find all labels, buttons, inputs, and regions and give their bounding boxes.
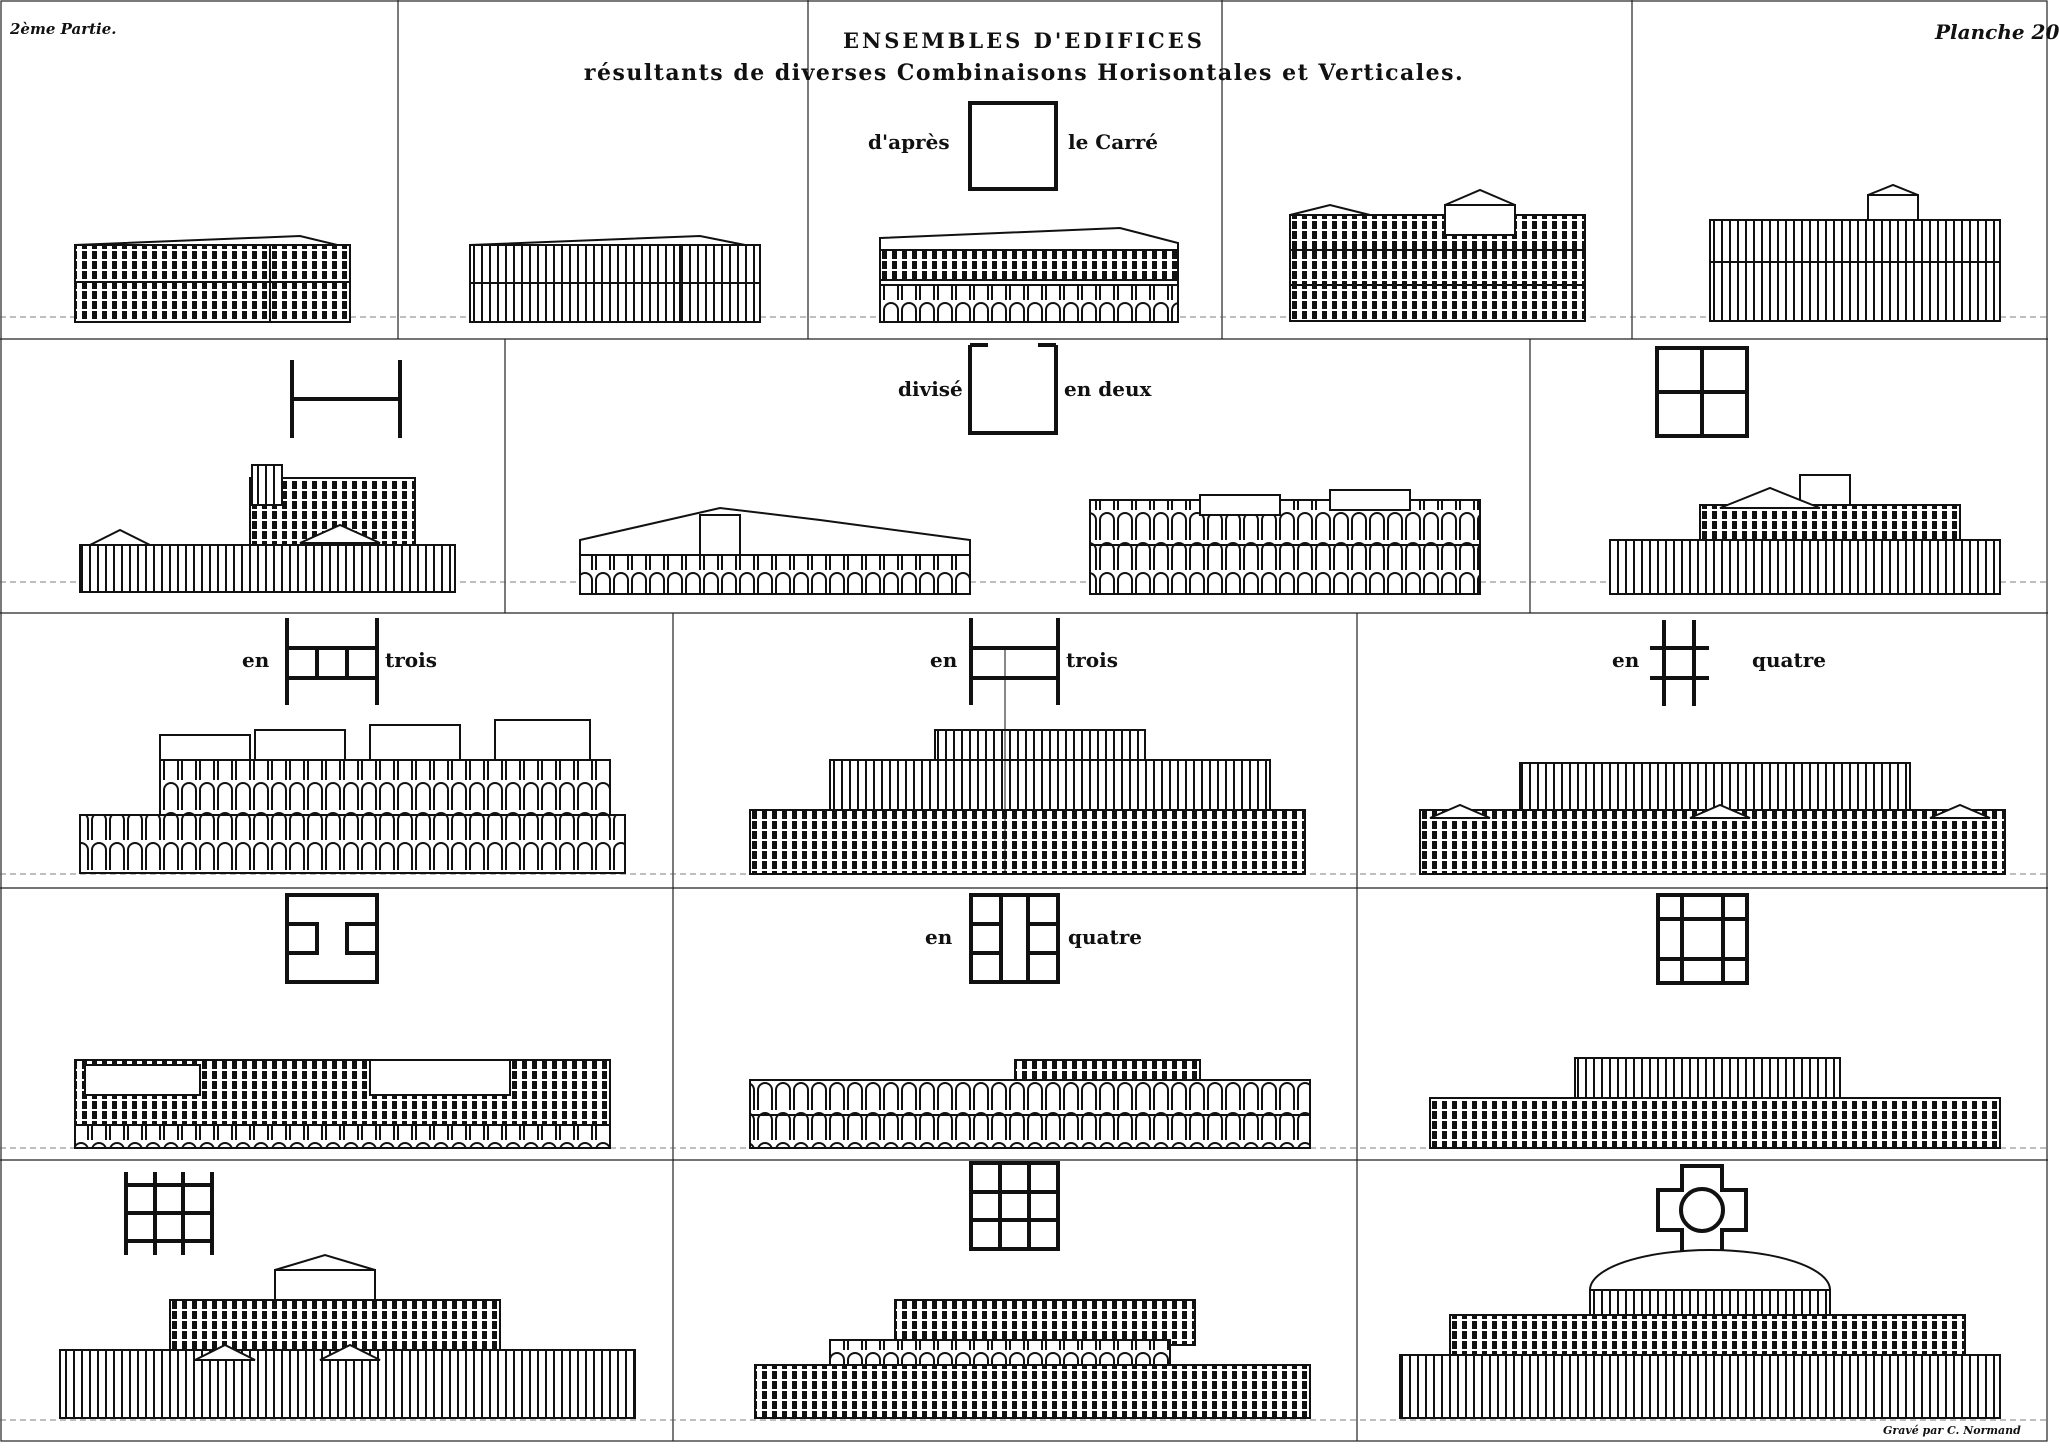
elevation-r4-1	[74, 1059, 611, 1149]
part-label: 2ème Partie.	[10, 20, 117, 38]
elevation-r5-1	[59, 1253, 636, 1419]
caption-r3c-left: en	[1612, 648, 1640, 672]
elevation-r5-3	[1399, 1249, 2001, 1419]
caption-r4b-right: quatre	[1068, 925, 1142, 949]
elevation-r3-1	[79, 719, 626, 874]
caption-r3b-right: trois	[1066, 648, 1118, 672]
engraver-credit: Gravé par C. Normand	[1883, 1424, 2021, 1437]
elevation-r3-2	[749, 650, 1306, 875]
elevation-r3-3	[1419, 762, 2006, 875]
elevation-r4-3	[1429, 1057, 2001, 1149]
caption-r4b-left: en	[925, 925, 953, 949]
elevation-r1-1	[74, 234, 351, 323]
elevation-r1-4	[1289, 188, 1586, 322]
building-elevations	[59, 183, 2006, 1419]
caption-r2-left: divisé	[898, 377, 963, 401]
plate-title: ENSEMBLES D'EDIFICES	[843, 28, 1205, 53]
plan-diagrams	[124, 101, 1749, 1256]
caption-r3b-left: en	[930, 648, 958, 672]
elevation-r2-4	[1609, 474, 2001, 595]
elevation-r2-2	[579, 506, 971, 595]
caption-r1-left: d'après	[868, 130, 950, 154]
elevation-r4-2	[749, 1059, 1311, 1149]
planche-label: Planche 20	[1935, 20, 2059, 44]
elevation-r2-3	[1089, 489, 1481, 595]
caption-r2-right: en deux	[1064, 377, 1152, 401]
caption-r3a-left: en	[242, 648, 270, 672]
elevation-r1-2	[469, 234, 761, 323]
elevation-r5-2	[754, 1299, 1311, 1419]
elevation-r1-3	[879, 226, 1179, 323]
caption-r3a-right: trois	[385, 648, 437, 672]
caption-r3c-right: quatre	[1752, 648, 1826, 672]
plate-subtitle: résultants de diverses Combinaisons Hori…	[583, 60, 1465, 86]
elevation-r2-1	[79, 464, 456, 593]
elevation-r1-5	[1709, 183, 2001, 322]
caption-r1-right: le Carré	[1068, 130, 1158, 154]
